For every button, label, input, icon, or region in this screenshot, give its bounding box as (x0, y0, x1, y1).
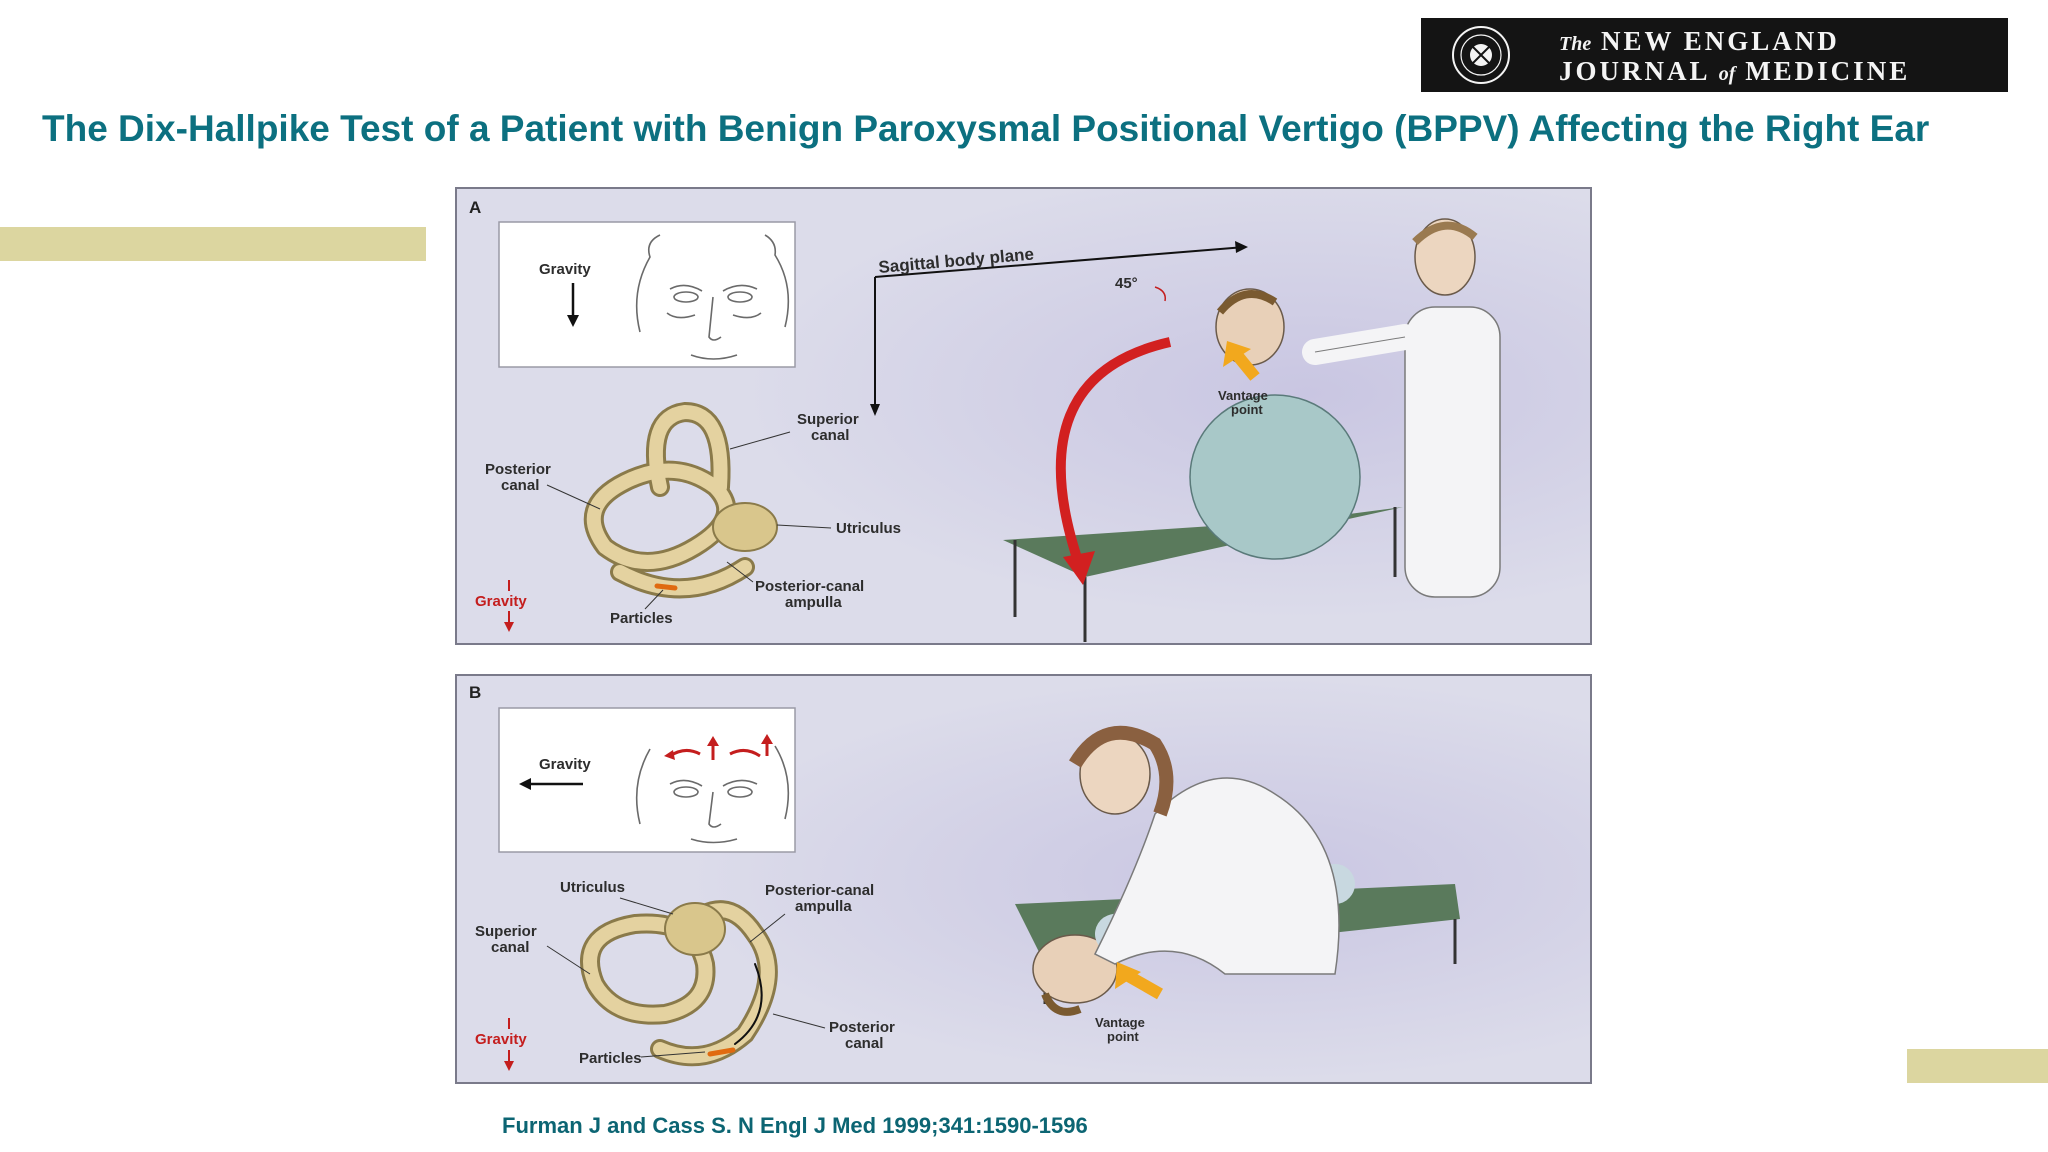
gravity-label-red: Gravity (475, 1031, 527, 1048)
svg-text:Superior: Superior (797, 411, 859, 428)
logo-line-2: JOURNAL of MEDICINE (1559, 56, 1911, 86)
ear-labels-b: Utriculus Posterior-canal ampulla Superi… (475, 879, 895, 1071)
vantage-arrow-icon (1232, 351, 1260, 381)
figure-panel-a: A Gravity (455, 187, 1592, 645)
inner-ear-diagram (580, 900, 778, 1067)
citation: Furman J and Cass S. N Engl J Med 1999;3… (502, 1113, 1088, 1138)
gravity-label: Gravity (539, 261, 591, 278)
svg-text:Utriculus: Utriculus (560, 879, 625, 896)
ear-labels-a: Superior canal Posterior canal Utriculus… (475, 411, 901, 632)
svg-text:Vantage: Vantage (1218, 388, 1268, 403)
svg-text:point: point (1107, 1029, 1139, 1044)
svg-text:Vantage: Vantage (1095, 1015, 1145, 1030)
svg-text:Posterior-canal: Posterior-canal (755, 578, 864, 595)
logo-line-1: The NEW ENGLAND (1559, 26, 1840, 56)
svg-text:ampulla: ampulla (785, 594, 842, 611)
exam-scene-b: Vantage point (1015, 725, 1460, 1044)
svg-text:canal: canal (845, 1035, 883, 1052)
svg-text:canal: canal (501, 477, 539, 494)
inner-ear-diagram (583, 401, 778, 599)
gravity-label-red: Gravity (475, 593, 527, 610)
accent-bar-right (1907, 1049, 2048, 1083)
angle-label: 45° (1115, 275, 1138, 292)
panel-letter: B (469, 683, 481, 702)
svg-text:canal: canal (811, 427, 849, 444)
examiner-figure (1093, 777, 1340, 975)
particles-mark (707, 1047, 736, 1057)
patient-figure (1189, 394, 1361, 560)
svg-text:Particles: Particles (579, 1050, 642, 1067)
svg-text:point: point (1231, 402, 1263, 417)
slide-title: The Dix-Hallpike Test of a Patient with … (42, 108, 1930, 149)
face-icon (635, 745, 790, 844)
examiner-figure (1404, 306, 1501, 598)
panel-letter: A (469, 198, 481, 217)
particles-mark (654, 583, 678, 591)
svg-text:Posterior: Posterior (829, 1019, 895, 1036)
svg-text:ampulla: ampulla (795, 898, 852, 915)
figure-panel-b: B Gravity (455, 674, 1592, 1084)
gravity-label: Gravity (539, 756, 591, 773)
svg-text:Particles: Particles (610, 610, 673, 627)
svg-text:Posterior: Posterior (485, 461, 551, 478)
seal-icon (1452, 26, 1510, 84)
accent-bar-left (0, 227, 426, 261)
exam-scene-a: Sagittal body plane 45° Vantage point (870, 218, 1501, 642)
svg-text:Utriculus: Utriculus (836, 520, 901, 537)
svg-text:canal: canal (491, 939, 529, 956)
sagittal-arrow-icon (874, 246, 1246, 278)
svg-text:Superior: Superior (475, 923, 537, 940)
head-swing-arrow-icon (1055, 337, 1172, 569)
face-icon (635, 234, 790, 360)
svg-text:Posterior-canal: Posterior-canal (765, 882, 874, 899)
face-inset: Gravity (498, 221, 796, 368)
nejm-logo: The NEW ENGLAND JOURNAL of MEDICINE (1421, 18, 2008, 92)
face-inset: Gravity (498, 707, 796, 853)
